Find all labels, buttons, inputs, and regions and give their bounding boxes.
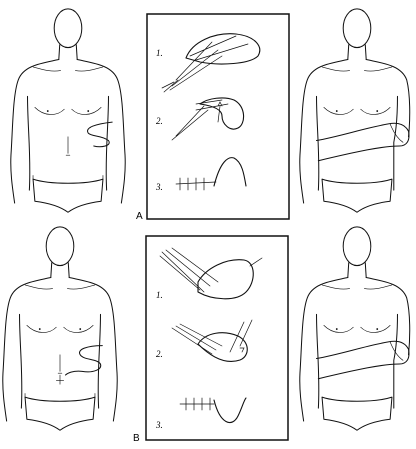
panel-a-step-1-label: 1.: [156, 48, 163, 58]
panel-b-step-1-drawing: [160, 248, 262, 299]
panel-b-step-3-drawing: [180, 398, 246, 423]
panel-a-step-2-label: 2.: [156, 116, 163, 126]
figure-a-right: [300, 9, 410, 212]
figure-a-left: [11, 9, 125, 212]
panel-b-step-3-label: 3.: [155, 420, 163, 430]
figure-b-right: [300, 227, 410, 430]
panel-a-step-3-drawing: [176, 158, 246, 190]
panel-a-step-2-drawing: [172, 98, 244, 140]
panel-b-step-2-drawing: [172, 320, 252, 361]
incision-mark: [66, 346, 103, 375]
panel-a-step-1-drawing: [162, 34, 260, 92]
panel-b-step-1-label: 1.: [156, 290, 163, 300]
panel-b-step-2-label: 2.: [156, 349, 163, 359]
panel-b-label: B: [133, 433, 140, 444]
panel-a-box: [147, 14, 289, 219]
figure-b-left: [3, 227, 117, 430]
panel-a-label: A: [136, 211, 143, 222]
incision-mark: [88, 122, 113, 147]
panel-a-step-3-label: 3.: [155, 182, 163, 192]
